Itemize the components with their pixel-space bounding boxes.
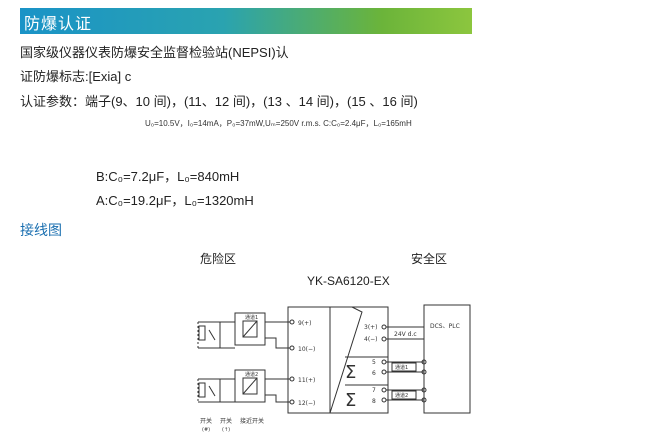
section-banner [20, 8, 472, 34]
sensor-2-box [234, 369, 266, 403]
terminal-8: 8 [372, 398, 376, 405]
terminal-3: 3(+) [364, 324, 378, 331]
switch-1-caption: 开关 [200, 417, 212, 425]
sensor-1-box [234, 312, 266, 346]
cert-line-1: 国家级仪器仪表防爆安全监督检验站(NEPSI)认 [20, 45, 289, 60]
output-ch2-label: 通道2 [395, 392, 408, 399]
switch-2-sub: (↑) [222, 427, 230, 433]
param-small: U₀=10.5V，I₀=14mA，P₀=37mW,Uₘ=250V r.m.s. … [145, 119, 412, 128]
output-ch1-label: 通道1 [395, 364, 408, 371]
section-title: 防爆认证 [24, 16, 93, 33]
model-label: YK-SA6120-EX [307, 274, 390, 288]
safe-zone-label: 安全区 [411, 252, 448, 266]
terminal-6: 6 [372, 370, 376, 377]
output-ch2-box [391, 390, 417, 400]
dcs-box [423, 304, 471, 414]
terminal-5: 5 [372, 359, 376, 366]
terminal-9: 9(+) [298, 320, 312, 327]
terminal-12: 12(−) [298, 400, 315, 407]
hazard-zone-label: 危险区 [200, 252, 237, 266]
sigma-1: Σ [345, 362, 356, 383]
param-a: A:C₀=19.2μF，L₀=1320mH [96, 193, 254, 208]
param-b: B:C₀=7.2μF，L₀=840mH [96, 169, 240, 184]
cert-line-3: 认证参数：端子(9、10 间)，(11、12 间)，(13 、14 间)，(15… [20, 94, 418, 109]
switch-2-caption: 开关 [220, 417, 232, 425]
power-label: 24V d.c [394, 331, 417, 338]
prox-switch-caption: 接近开关 [240, 417, 264, 425]
terminal-11: 11(+) [298, 377, 315, 384]
output-ch1-box [391, 362, 417, 372]
wiring-heading: 接线图 [20, 222, 62, 238]
sensor-1-label: 通道1 [245, 314, 258, 321]
terminal-4: 4(−) [364, 336, 378, 343]
terminal-7: 7 [372, 387, 376, 394]
cert-line-2: 证防爆标志:[Exia] c [20, 69, 132, 84]
sigma-2: Σ [345, 390, 356, 411]
terminal-10: 10(−) [298, 346, 315, 353]
sensor-2-label: 通道2 [245, 371, 258, 378]
dcs-label: DCS、PLC [430, 323, 460, 330]
switch-1-sub: (#) [202, 427, 210, 433]
